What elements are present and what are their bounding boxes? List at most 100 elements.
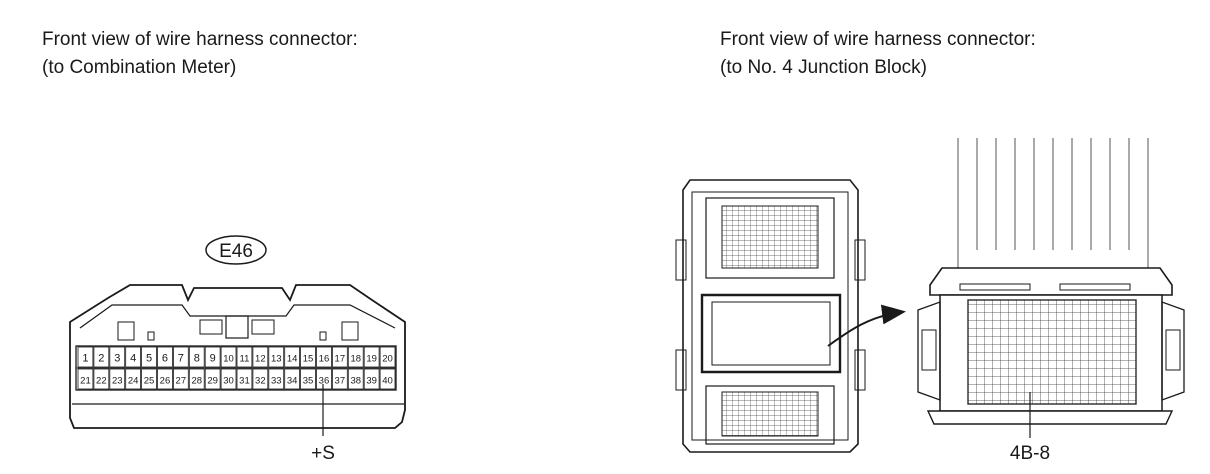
connector-code-oval (205, 235, 267, 265)
junction-block-harness-connector: 4B-8 (917, 138, 1185, 464)
pin-bottom-cell (363, 368, 380, 390)
pin-bottom-cell (316, 368, 332, 390)
connector-bottom-foot (926, 410, 1174, 425)
pin-bottom-cell (141, 368, 157, 390)
left-caption-line2: (to Combination Meter) (42, 57, 237, 78)
pin-top-cell (172, 346, 189, 368)
pin-number: 21 (80, 376, 91, 387)
pin-number: 22 (96, 376, 107, 387)
pin-number: 30 (223, 376, 234, 387)
connector-housing (69, 284, 406, 429)
connector-latch (225, 315, 249, 339)
pin-number: 2 (98, 353, 104, 365)
latch-guide-right (251, 319, 275, 335)
pin-number: 15 (303, 354, 314, 365)
right-caption-line2: (to No. 4 Junction Block) (720, 57, 927, 78)
pin-top-cell (252, 346, 269, 368)
pin-4b8-label: 4B-8 (1010, 443, 1050, 464)
left-clip-lower (675, 349, 687, 391)
pin-top-cell (268, 346, 285, 368)
latch-guide-left (199, 319, 223, 335)
pin-top-cell (109, 346, 126, 368)
pin-top-cell (363, 346, 380, 368)
pin-number: 5 (146, 353, 152, 365)
pin-top-cell (331, 346, 348, 368)
pin-number: 13 (271, 354, 282, 365)
pin-top-cell (125, 346, 141, 368)
pin-number: 26 (160, 376, 171, 387)
pin-number: 37 (335, 376, 346, 387)
lower-socket-grid (721, 391, 819, 437)
pin-top-cell (220, 346, 237, 368)
pin-number: 19 (366, 354, 377, 365)
key-tab-right (341, 321, 359, 341)
pin-number: 20 (382, 354, 393, 365)
cap-slot-right (1059, 283, 1131, 291)
pin-number: 12 (255, 354, 266, 365)
pin-number: 4 (130, 353, 136, 365)
pin-number: 3 (114, 353, 120, 365)
pin-bottom-cell (109, 368, 126, 390)
pin-number: 18 (350, 354, 361, 365)
pin-bottom-cell (284, 368, 301, 390)
upper-socket-block (705, 197, 835, 279)
pin-number: 32 (255, 376, 266, 387)
pin-bottom-cell (236, 368, 253, 390)
pin-number: 34 (287, 376, 298, 387)
insertion-arrow-icon (827, 304, 906, 347)
right-caption-line1: Front view of wire harness connector: (720, 29, 1036, 50)
pin-top-cell (347, 346, 364, 368)
pin-number: 35 (303, 376, 314, 387)
pin-bottom-cell (77, 368, 94, 390)
right-lock-tab (1165, 329, 1181, 371)
left-flange (917, 301, 941, 401)
pin-bottom-cell (125, 368, 141, 390)
pin-number: 40 (382, 376, 393, 387)
right-caption: Front view of wire harness connector: (t… (720, 26, 1036, 82)
pin-number: 39 (366, 376, 377, 387)
connector-code-label: E46 (219, 241, 253, 262)
key-tab-left (117, 321, 135, 341)
pin-top-cell (284, 346, 301, 368)
pin-bottom-cell (331, 368, 348, 390)
pin-bottom-cell (252, 368, 269, 390)
cap-slot-left (959, 283, 1031, 291)
left-lock-tab (921, 329, 937, 371)
pin-number: 7 (178, 353, 184, 365)
right-clip-upper (854, 239, 866, 281)
key-slot-left (147, 331, 155, 341)
pin-bottom-cell (204, 368, 221, 390)
pin-number: 24 (128, 376, 139, 387)
pin-top-cell (300, 346, 316, 368)
pin-number: 1 (82, 353, 88, 365)
pin-top-cell (316, 346, 332, 368)
pin-bottom-cell (172, 368, 189, 390)
pin-bottom-cell (93, 368, 110, 390)
pin-number: 17 (335, 354, 346, 365)
pin-top-cell (379, 346, 396, 368)
pin-number: 31 (239, 376, 250, 387)
pin-top-cell (236, 346, 253, 368)
lower-socket-block (705, 385, 835, 445)
pin-top-cell (188, 346, 205, 368)
connector-top-cap (929, 267, 1173, 296)
left-clip-upper (675, 239, 687, 281)
pin-bottom-cell (268, 368, 285, 390)
pin-bottom-cell (188, 368, 205, 390)
pin-number: 33 (271, 376, 282, 387)
pin-number: 36 (319, 376, 330, 387)
pin-bottom-cell (157, 368, 173, 390)
plus-s-pin-label: +S (311, 443, 335, 464)
pin-number: 28 (191, 376, 202, 387)
left-caption: Front view of wire harness connector: (t… (42, 26, 358, 82)
pin-bottom-cell (300, 368, 316, 390)
pin-top-cell (204, 346, 221, 368)
pin-number: 25 (144, 376, 155, 387)
upper-socket-grid (721, 205, 819, 269)
pin-bottom-cell (379, 368, 396, 390)
pin-number: 10 (223, 354, 234, 365)
pin-number: 6 (162, 353, 168, 365)
